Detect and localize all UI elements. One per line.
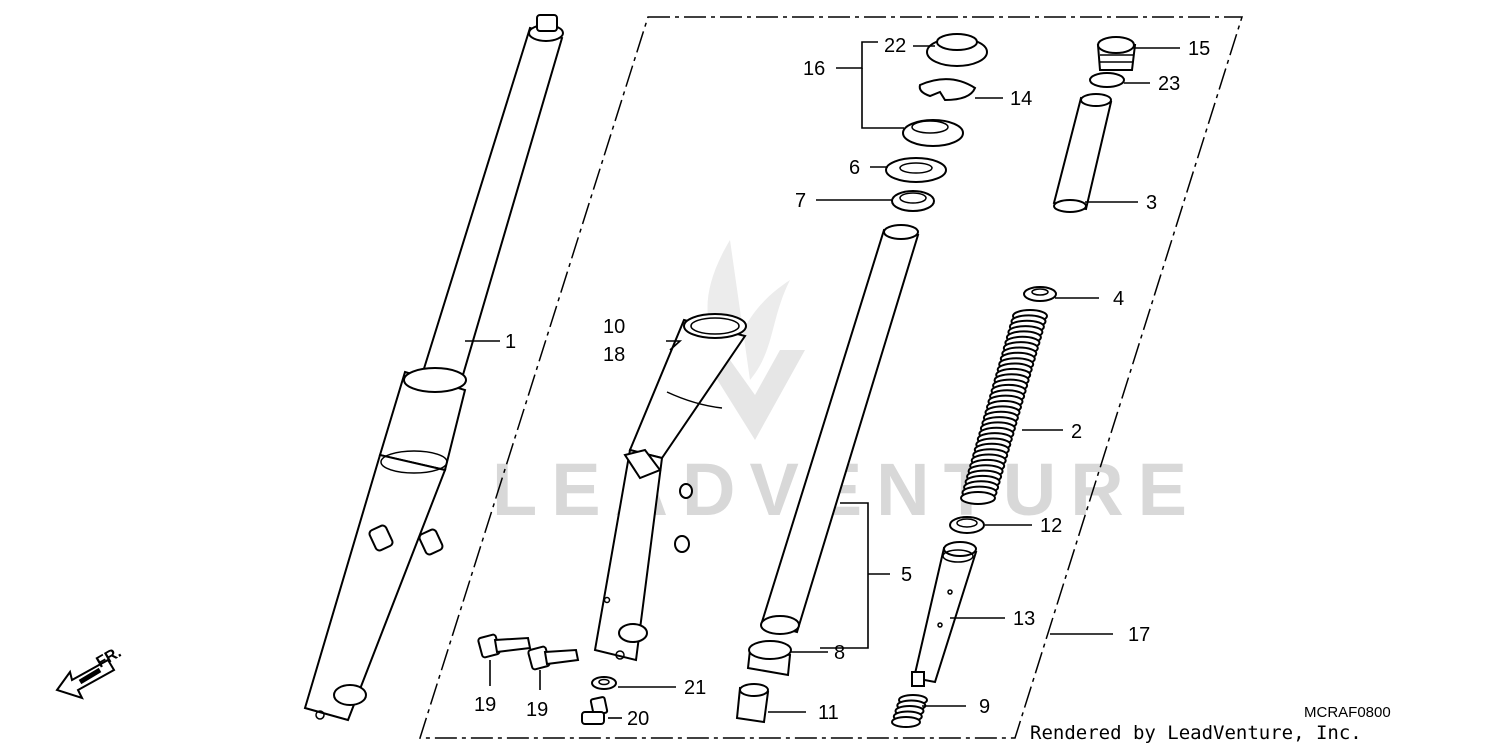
part-21-gasket[interactable] <box>591 676 617 690</box>
label-17: 17 <box>1128 624 1150 646</box>
front-direction-arrow: FR. <box>55 644 124 700</box>
spring-coil <box>891 716 921 728</box>
part-3-spacer[interactable] <box>1052 93 1113 213</box>
part-12-piston-ring[interactable] <box>949 516 985 534</box>
part-4-spring-seat[interactable] <box>1023 286 1057 302</box>
part-19-socket-bolt-a[interactable] <box>477 633 532 659</box>
diagram-code: MCRAF0800 <box>1304 704 1391 721</box>
label-5: 5 <box>901 564 912 586</box>
part-10-fork-slider[interactable] <box>593 313 747 662</box>
label-10: 10 <box>603 316 625 338</box>
part-20-drain-bolt[interactable] <box>581 696 609 725</box>
label-21: 21 <box>684 677 706 699</box>
label-13: 13 <box>1013 608 1035 630</box>
label-6: 6 <box>849 157 860 179</box>
label-3: 3 <box>1146 192 1157 214</box>
label-11: 11 <box>818 702 839 724</box>
label-12: 12 <box>1040 515 1062 537</box>
label-14: 14 <box>1010 88 1032 110</box>
part-16-oil-seal[interactable] <box>902 119 964 147</box>
part-8-bushing[interactable] <box>746 640 792 677</box>
label-9: 9 <box>979 696 990 718</box>
label-7: 7 <box>795 190 806 212</box>
leader-lines <box>465 41 1180 719</box>
label-23: 23 <box>1158 73 1180 95</box>
label-22: 22 <box>884 35 906 57</box>
part-23-o-ring[interactable] <box>1089 72 1125 88</box>
part-labels: 1 2 3 4 5 6 7 8 9 10 11 12 13 14 15 16 1… <box>474 35 1210 730</box>
label-19b: 19 <box>526 699 548 721</box>
part-13-fork-piston[interactable] <box>911 541 978 687</box>
label-4: 4 <box>1113 288 1124 310</box>
part-22-dust-seal[interactable] <box>926 33 988 67</box>
assembly-17-boundary <box>418 16 1244 739</box>
label-8: 8 <box>834 642 845 664</box>
credit-text: Rendered by LeadVenture, Inc. <box>1030 722 1362 744</box>
part-7-slide-bushing[interactable] <box>891 190 935 212</box>
part-9-rebound-spring[interactable] <box>891 694 928 728</box>
part-2-fork-spring[interactable] <box>960 309 1048 505</box>
part-14-stopper-ring[interactable] <box>918 78 977 102</box>
part-5-fork-pipe[interactable] <box>760 224 920 635</box>
label-15: 15 <box>1188 38 1210 60</box>
part-1-fork-leg[interactable] <box>303 14 564 722</box>
part-15-fork-bolt[interactable] <box>1096 36 1137 71</box>
part-19-socket-bolt-b[interactable] <box>527 645 580 671</box>
label-18: 18 <box>603 344 625 366</box>
label-16: 16 <box>803 58 825 80</box>
label-19a: 19 <box>474 694 496 716</box>
label-1: 1 <box>505 331 516 353</box>
part-11-oil-lock-piece[interactable] <box>735 683 770 724</box>
spring-coil <box>960 491 996 505</box>
part-6-backup-ring[interactable] <box>885 157 947 183</box>
label-2: 2 <box>1071 421 1082 443</box>
label-20: 20 <box>627 708 649 730</box>
